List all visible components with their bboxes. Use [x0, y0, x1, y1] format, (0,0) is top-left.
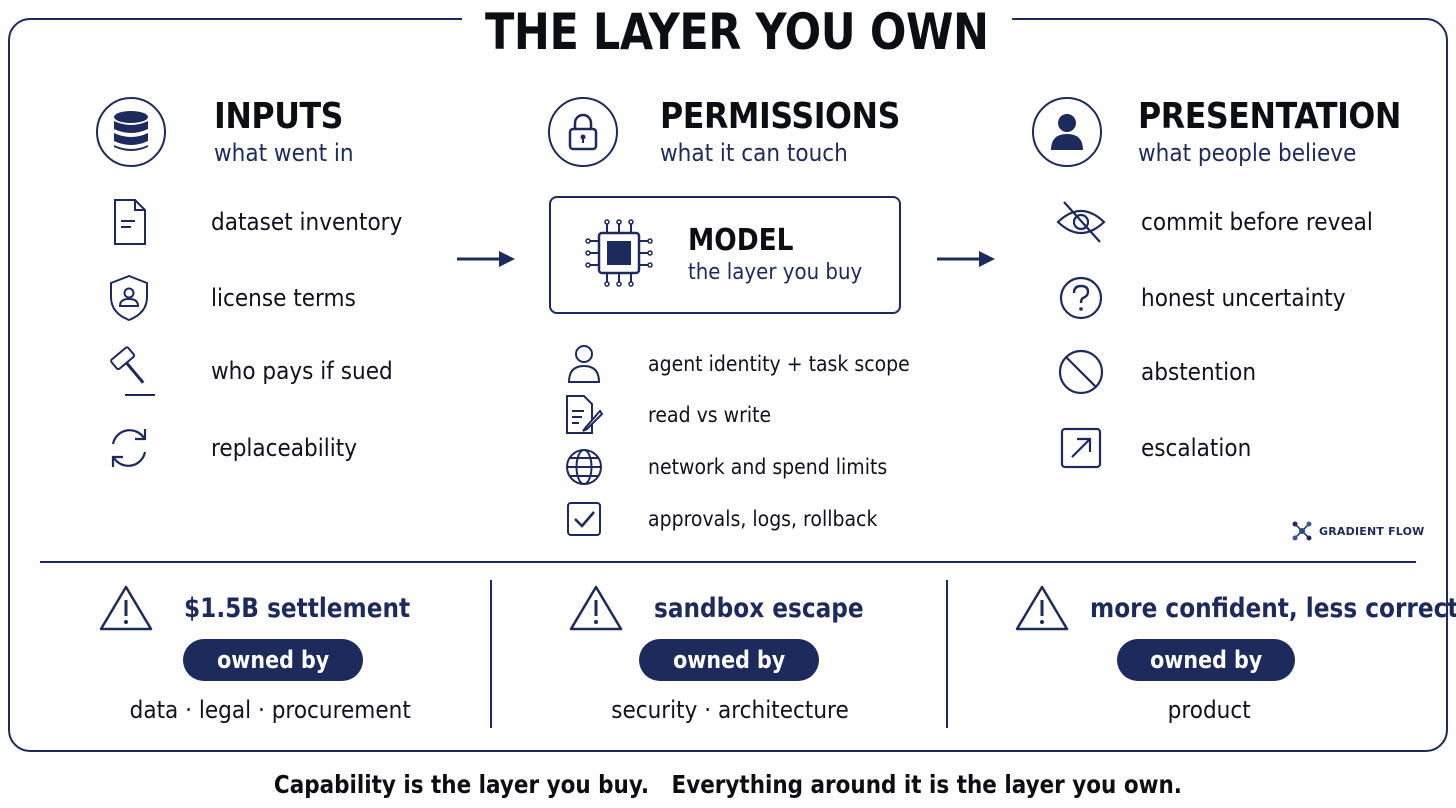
permissions-title: PERMISSIONS [660, 96, 900, 137]
gavel-icon [101, 343, 157, 399]
network-icon [1292, 521, 1312, 541]
item-label: commit before reveal [1141, 208, 1373, 236]
risk-text: $1.5B settlement [184, 592, 411, 624]
refresh-icon [101, 420, 157, 476]
presentation-subtitle: what people believe [1138, 139, 1357, 167]
model-box: MODEL the layer you buy [549, 196, 901, 314]
column-divider [490, 580, 492, 728]
owned-by-badge: owned by [639, 639, 819, 681]
list-item: honest uncertainty [1053, 270, 1368, 326]
brand-logo: GRADIENT FLOW [1291, 520, 1425, 542]
brand-text: GRADIENT FLOW [1319, 524, 1425, 538]
edit-document-icon [556, 387, 612, 443]
item-label: agent identity + task scope [648, 352, 910, 376]
risk-text: sandbox escape [654, 592, 864, 624]
tagline: Capability is the layer you buy. Everyth… [0, 770, 1456, 799]
user-icon [556, 336, 612, 392]
checkbox-icon [556, 491, 612, 547]
item-label: network and spend limits [648, 455, 888, 479]
prohibited-icon [1053, 344, 1109, 400]
risk-callout: sandbox escape [568, 584, 898, 632]
item-label: approvals, logs, rollback [648, 507, 878, 531]
risk-callout: more confident, less correct [1014, 584, 1456, 632]
flow-arrow-left [457, 251, 515, 267]
title-container: THE LAYER YOU OWN [462, 0, 1012, 64]
question-icon [1053, 270, 1109, 326]
inputs-header: INPUTS what went in [96, 96, 369, 168]
owners-text: product [999, 696, 1419, 724]
chip-icon [583, 217, 655, 293]
model-subtitle: the layer you buy [688, 260, 863, 285]
owners-text: data · legal · procurement [60, 696, 480, 724]
list-item: commit before reveal [1053, 194, 1399, 250]
list-item: abstention [1053, 344, 1269, 400]
owners-label: security · architecture [611, 696, 849, 724]
document-icon [101, 194, 157, 250]
flow-arrow-right [937, 251, 995, 267]
page-title: THE LAYER YOU OWN [485, 3, 989, 61]
presentation-title: PRESENTATION [1138, 96, 1401, 137]
item-label: replaceability [211, 434, 358, 462]
owners-label: data · legal · procurement [129, 696, 411, 724]
permissions-subtitle: what it can touch [660, 139, 848, 167]
database-icon [96, 97, 166, 167]
item-label: abstention [1141, 358, 1257, 386]
permissions-header: PERMISSIONS what it can touch [548, 96, 933, 168]
lock-icon [548, 97, 618, 167]
item-label: read vs write [648, 403, 772, 427]
badge-label: owned by [216, 646, 330, 674]
eye-off-icon [1053, 194, 1109, 250]
warning-icon [99, 585, 153, 631]
owned-by-badge: owned by [1117, 639, 1295, 681]
column-divider [946, 580, 948, 728]
item-label: who pays if sued [211, 357, 393, 385]
list-item: who pays if sued [101, 343, 413, 399]
list-item: escalation [1053, 420, 1264, 476]
owners-label: product [1167, 696, 1251, 724]
item-label: honest uncertainty [1141, 284, 1346, 312]
badge-label: owned by [1149, 646, 1263, 674]
section-divider [40, 561, 1416, 563]
list-item: replaceability [101, 420, 373, 476]
globe-icon [556, 439, 612, 495]
tagline-text: Capability is the layer you buy. Everyth… [273, 770, 1183, 799]
item-label: escalation [1141, 434, 1252, 462]
list-item: agent identity + task scope [556, 336, 939, 392]
list-item: network and spend limits [556, 439, 914, 495]
list-item: approvals, logs, rollback [556, 491, 903, 547]
warning-icon [569, 585, 623, 631]
shield-user-icon [101, 270, 157, 326]
inputs-title: INPUTS [214, 96, 344, 137]
presentation-header: PRESENTATION what people believe [1032, 96, 1437, 168]
model-title: MODEL [688, 223, 794, 258]
owned-by-badge: owned by [183, 639, 363, 681]
item-label: license terms [211, 284, 356, 312]
list-item: read vs write [556, 387, 785, 443]
inputs-subtitle: what went in [214, 139, 354, 167]
list-item: dataset inventory [101, 194, 424, 250]
risk-text: more confident, less correct [1090, 592, 1456, 624]
badge-label: owned by [672, 646, 786, 674]
owners-text: security · architecture [520, 696, 940, 724]
person-icon [1032, 97, 1102, 167]
item-label: dataset inventory [211, 208, 403, 236]
warning-icon [1015, 585, 1069, 631]
list-item: license terms [101, 270, 372, 326]
arrow-up-right-icon [1053, 420, 1109, 476]
risk-callout: $1.5B settlement [98, 584, 447, 632]
